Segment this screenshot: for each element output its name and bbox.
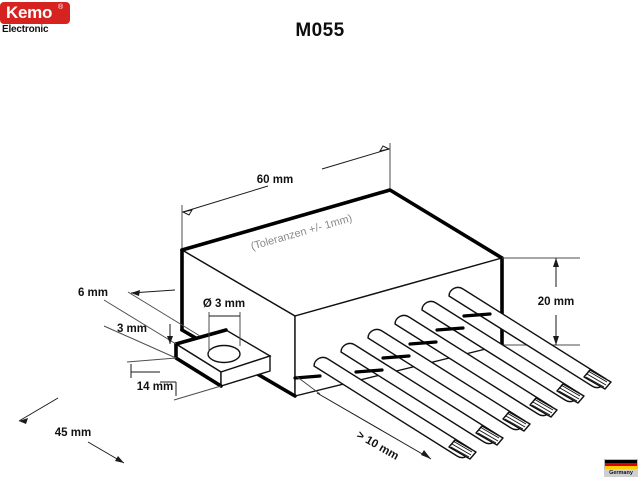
wire xyxy=(421,300,585,404)
strand xyxy=(505,415,526,428)
wire-root xyxy=(408,340,438,346)
mounting-tab-back-edge xyxy=(174,328,228,346)
page-title: M055 xyxy=(295,20,345,41)
wire-stripped-end xyxy=(502,411,531,432)
germany-origin-badge: Germany xyxy=(604,459,638,477)
mounting-tab xyxy=(174,328,272,388)
arrowhead-tab-thickness xyxy=(167,336,173,344)
kemo-subtitle: Electronic xyxy=(2,24,49,35)
wire-stripped-end xyxy=(583,369,612,390)
registered-trademark-icon: ® xyxy=(58,4,64,11)
strand xyxy=(532,401,553,414)
kemo-logo: Kemo ® Electronic xyxy=(0,2,72,42)
arrowhead-tab-width xyxy=(131,290,140,296)
mounting-tab-front-face xyxy=(220,355,271,387)
dimension-hole-diameter: Ø 3 mm xyxy=(203,298,245,352)
strand xyxy=(531,404,551,416)
dimension-line-segment-right xyxy=(321,148,390,170)
flag-band-red xyxy=(605,462,637,466)
wire-stripped-end xyxy=(475,425,504,446)
strand xyxy=(450,446,470,458)
tab-thickness-projection xyxy=(103,325,177,359)
strand xyxy=(506,412,527,425)
wire-root xyxy=(435,326,465,332)
wire-root xyxy=(381,354,411,360)
dimension-label-length: 60 mm xyxy=(257,174,293,186)
arrowhead-strip xyxy=(421,450,431,459)
arrowhead-right xyxy=(378,145,391,152)
mounting-hole xyxy=(207,344,241,364)
wire xyxy=(340,342,504,446)
strand xyxy=(560,384,581,397)
dimension-line-segment-left xyxy=(182,185,269,213)
arrowhead-depth-lower xyxy=(115,456,124,463)
tab-width-projection-lower xyxy=(103,299,177,345)
strand xyxy=(587,370,608,383)
wire-group xyxy=(293,286,612,460)
kemo-logo-badge xyxy=(0,2,70,24)
strand xyxy=(585,376,605,388)
wire-stripped-end xyxy=(529,397,558,418)
wire xyxy=(448,286,612,390)
wire-stripped-end xyxy=(448,439,477,460)
wire-root xyxy=(354,368,384,374)
strand xyxy=(586,373,607,386)
wire-stripped-end xyxy=(556,383,585,404)
strand xyxy=(479,426,500,439)
strip-dimension-line xyxy=(316,392,432,460)
dimension-tab-width: 6 mm xyxy=(78,287,201,345)
dimension-label-tab-thickness: 3 mm xyxy=(117,323,147,335)
dimension-label-hole: Ø 3 mm xyxy=(203,298,245,310)
strand xyxy=(504,418,524,430)
dimension-tab-length: 14 mm xyxy=(126,357,222,401)
strand xyxy=(533,398,554,411)
flag-band-gold xyxy=(605,465,637,469)
dimension-label-tab-length: 14 mm xyxy=(137,381,173,393)
dimension-label-tab-width: 6 mm xyxy=(78,287,108,299)
wire-root xyxy=(293,374,322,380)
tab-length-projection-right xyxy=(173,385,222,401)
strand xyxy=(451,443,472,456)
arrowhead-top xyxy=(553,258,559,267)
wire-root xyxy=(462,312,492,318)
tab-width-projection-upper xyxy=(127,291,201,337)
strand xyxy=(452,440,473,453)
dimension-length: 60 mm xyxy=(181,143,391,250)
arrowhead-depth-upper xyxy=(19,418,28,424)
strand xyxy=(477,432,497,444)
housing-top-back-edge xyxy=(180,188,504,260)
dimension-tab-thickness: 3 mm xyxy=(103,323,177,359)
dimension-height: 20 mm xyxy=(502,257,580,346)
kemo-wordmark: Kemo xyxy=(6,3,53,22)
wire xyxy=(394,314,558,418)
flag-band-black xyxy=(605,460,637,463)
strand xyxy=(478,429,499,442)
strand xyxy=(558,390,578,402)
germany-label: Germany xyxy=(604,469,638,477)
dimension-label-height: 20 mm xyxy=(538,296,574,308)
wire xyxy=(293,356,477,460)
arrowhead-bottom xyxy=(553,336,559,345)
dimension-depth: 45 mm xyxy=(18,397,125,464)
strip-extension-line xyxy=(295,375,321,395)
dimension-label-wire-strip: > 10 mm xyxy=(355,429,401,463)
wire xyxy=(367,328,531,432)
dimension-label-depth: 45 mm xyxy=(55,427,91,439)
tab-length-projection-left xyxy=(126,357,177,363)
depth-dimension-line-upper xyxy=(18,397,59,422)
strand xyxy=(559,387,580,400)
arrowhead-left xyxy=(181,209,194,216)
